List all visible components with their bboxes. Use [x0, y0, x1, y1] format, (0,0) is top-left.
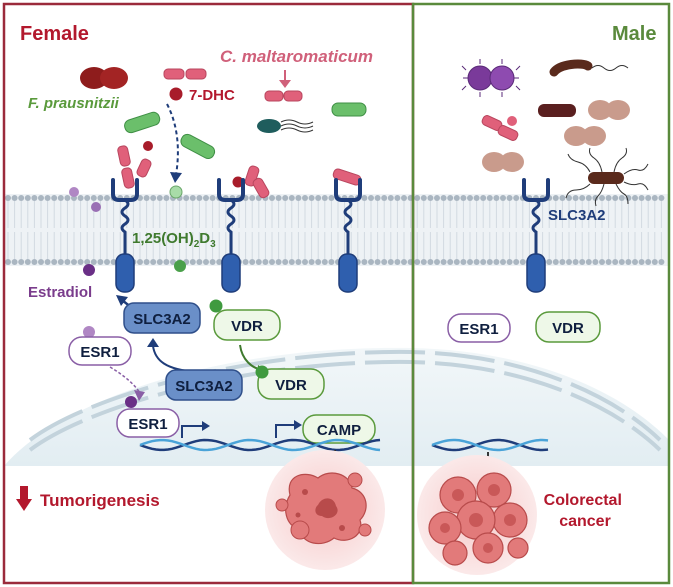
- camp-gene: CAMP: [302, 414, 376, 444]
- svg-text:ESR1: ESR1: [128, 416, 167, 433]
- conversion-arrow: [166, 103, 182, 183]
- pink-rods-cluster: [117, 141, 153, 189]
- f-prausnitzii-rod-1: [124, 111, 161, 134]
- esr1-protein-cytoplasm: ESR1: [68, 336, 132, 366]
- esr1-protein-nucleus: ESR1: [116, 408, 180, 438]
- arrowhead-icon: [147, 338, 159, 347]
- estradiol-molecule: [91, 202, 101, 212]
- slc3a2-protein-cytoplasm: SLC3A2: [123, 302, 201, 334]
- svg-text:ESR1: ESR1: [459, 321, 498, 338]
- esr1-protein-male: ESR1: [447, 313, 511, 343]
- green-rod: [331, 102, 367, 117]
- slc3a2-receptor: [334, 178, 362, 293]
- dhc-label: 7-DHC: [189, 87, 235, 104]
- diplococcus-tan: [588, 100, 630, 120]
- svg-text:SLC3A2: SLC3A2: [133, 311, 191, 328]
- dhc-molecule: [169, 87, 183, 101]
- vitamin-d-label: 1,25(OH)2D3: [132, 230, 216, 250]
- svg-text:1,25(OH)2D3: 1,25(OH)2D3: [132, 230, 216, 250]
- diplococcus-tan: [564, 126, 606, 146]
- vitamin-d-molecule: [169, 185, 183, 199]
- diplococcus-tan: [482, 152, 524, 172]
- slc3a2-receptor: [217, 178, 245, 293]
- diplococcus-red: [80, 67, 128, 89]
- female-title: Female: [20, 23, 89, 45]
- svg-text:SLC3A2: SLC3A2: [175, 378, 233, 395]
- arrowhead-icon: [202, 421, 210, 431]
- arrowhead-icon: [134, 390, 145, 401]
- peritrichous-bacterium: [565, 147, 649, 207]
- pink-rods-cluster-2: [232, 165, 270, 199]
- vitamin-d-molecule: [174, 260, 186, 272]
- slc3a2-label-male: SLC3A2: [548, 207, 606, 224]
- svg-text:VDR: VDR: [552, 320, 584, 337]
- decrease-arrow-icon: [16, 486, 32, 511]
- flagellated-bacterium: [257, 119, 314, 133]
- arrow-down-icon: [279, 70, 291, 88]
- colorectal-cancer-label: Colorectal cancer: [544, 492, 627, 530]
- rod-pair-pink: [163, 68, 207, 80]
- svg-text:VDR: VDR: [275, 377, 307, 394]
- estradiol-molecule: [69, 187, 79, 197]
- estradiol-molecule: [83, 326, 95, 338]
- arrowhead-icon: [294, 420, 302, 430]
- cell-membrane: [4, 194, 669, 266]
- dna-helix: [139, 438, 381, 452]
- dna-helix: [431, 438, 549, 452]
- svg-text:CAMP: CAMP: [317, 422, 361, 439]
- vdr-protein-male: VDR: [535, 311, 601, 343]
- rod-dark-brown: [538, 104, 576, 117]
- tumorigenesis-label: Tumorigenesis: [40, 491, 160, 510]
- male-title: Male: [612, 23, 656, 45]
- male-panel-border: [411, 2, 671, 585]
- promoter-arrow-icon: [275, 424, 296, 438]
- estradiol-label: Estradiol: [28, 284, 92, 301]
- vdr-protein-cytoplasm: VDR: [209, 299, 281, 341]
- slc3a2-protein-nucleus: SLC3A2: [165, 369, 243, 401]
- c-maltaromaticum-rods: [264, 90, 303, 102]
- slc3a2-receptor: [522, 178, 550, 293]
- spiky-diplococcus: [461, 59, 521, 97]
- estradiol-molecule: [83, 264, 95, 276]
- tumor-cells-small: [265, 450, 385, 570]
- estradiol-molecule: [125, 396, 137, 408]
- curved-rod-brown: [549, 59, 629, 77]
- promoter-arrow-icon: [181, 425, 204, 438]
- svg-text:VDR: VDR: [231, 318, 263, 335]
- slc3a2-receptor: [111, 178, 139, 293]
- svg-text:ESR1: ESR1: [80, 344, 119, 361]
- vdr-protein-nucleus: VDR: [255, 365, 325, 400]
- rod-pair-pink-male: [481, 115, 519, 141]
- f-prausnitzii-label: F. prausnitzii: [28, 95, 120, 112]
- arrow-slc3a2-up: [152, 345, 199, 373]
- tumor-cells-large: [417, 455, 537, 575]
- f-prausnitzii-rod-2: [180, 133, 216, 160]
- c-maltaromaticum-label: C. maltaromaticum: [220, 47, 373, 66]
